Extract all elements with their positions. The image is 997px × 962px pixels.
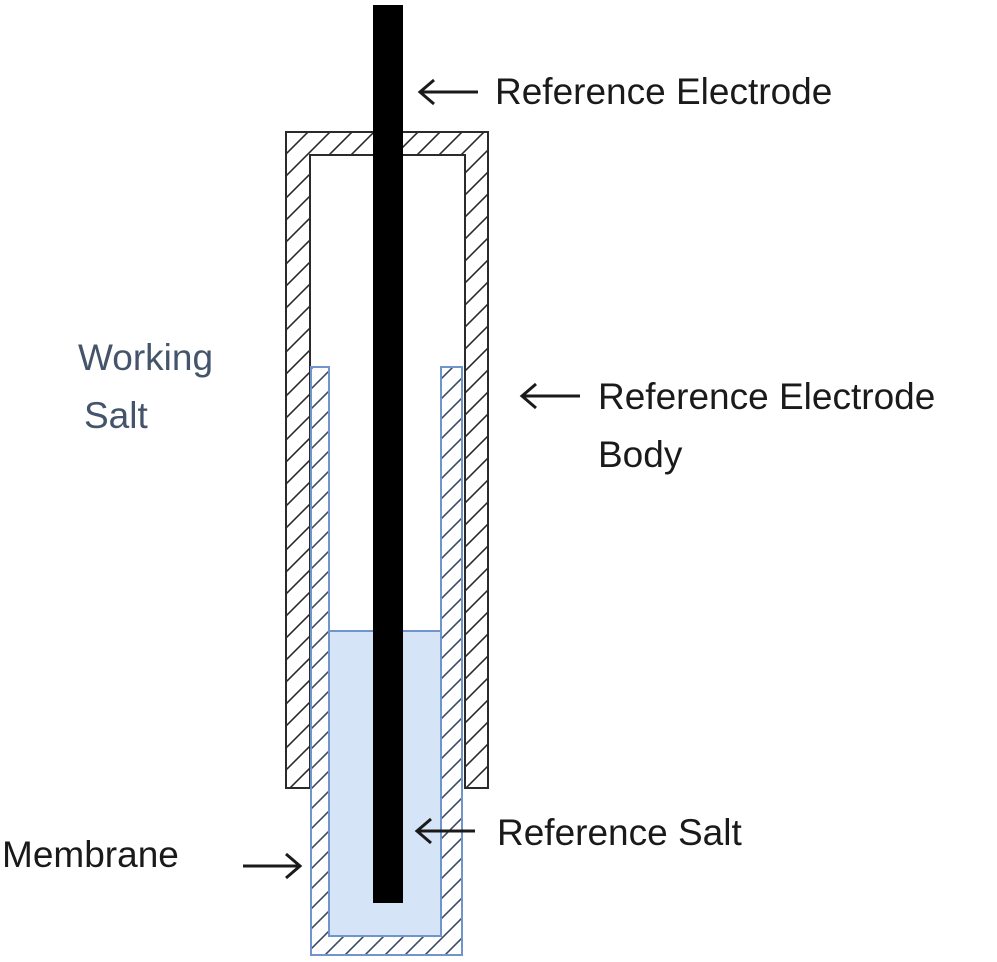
membrane-wall — [310, 366, 463, 956]
arrow-reference-electrode-body — [519, 382, 580, 410]
reference-electrode-rod — [373, 5, 403, 903]
label-reference-electrode-body-line1: Reference Electrode — [598, 376, 935, 417]
label-working-salt-line1: Working — [78, 337, 213, 378]
body-wall — [285, 131, 489, 789]
membrane — [310, 366, 463, 956]
label-reference-electrode: Reference Electrode — [495, 71, 832, 112]
label-membrane: Membrane — [2, 834, 179, 875]
arrow-membrane — [243, 852, 303, 880]
label-reference-salt: Reference Salt — [497, 812, 742, 853]
arrow-reference-electrode — [417, 78, 478, 106]
label-reference-electrode-body-line2: Body — [598, 434, 683, 475]
reference-electrode-body — [285, 131, 489, 789]
label-working-salt-line2: Salt — [84, 395, 148, 436]
arrow-reference-salt — [414, 817, 475, 845]
